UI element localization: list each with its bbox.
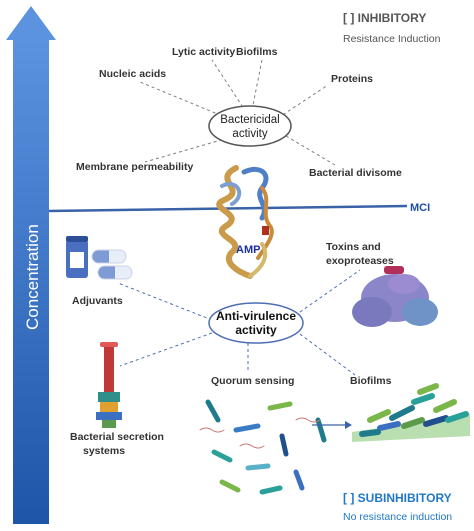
amp-peptide-structure: [216, 165, 274, 279]
adjuvants-illustration: [66, 236, 133, 280]
toxins-exoproteases-illustration: [352, 266, 438, 327]
mci-threshold-line: [48, 204, 408, 213]
antivirulence-connectors: [117, 269, 361, 376]
subinhibitory-title: [ ] SUBINHIBITORY: [343, 491, 452, 505]
antivirulence-node: [208, 302, 304, 344]
target-biofilms-top: Biofilms: [236, 46, 278, 58]
subinhibitory-subtitle: No resistance induction: [343, 511, 452, 523]
target-lytic-activity: Lytic activity: [172, 46, 235, 58]
quorum-sensing-illustration: [199, 399, 327, 495]
toxins-label-2: exoproteases: [326, 255, 394, 267]
target-nucleic-acids: Nucleic acids: [99, 68, 166, 80]
antivirulence-title-2: activity: [235, 323, 277, 337]
amp-label: AMP: [236, 244, 260, 256]
toxins-label-1: Toxins and: [326, 241, 381, 253]
concentration-axis: [6, 6, 56, 524]
target-bacterial-divisome: Bacterial divisome: [309, 167, 402, 179]
inhibitory-title: [ ] INHIBITORY: [343, 11, 426, 25]
bactericidal-node: [208, 105, 292, 147]
secretion-label-2: systems: [83, 445, 125, 457]
target-membrane-permeability: Membrane permeability: [76, 161, 193, 173]
inhibitory-subtitle: Resistance Induction: [343, 33, 441, 45]
biofilms-label: Biofilms: [350, 375, 392, 387]
quorum-sensing-label: Quorum sensing: [211, 375, 294, 387]
bactericidal-title-1: Bactericidal: [220, 114, 279, 126]
adjuvants-label: Adjuvants: [72, 295, 123, 307]
mci-label: MCI: [410, 202, 430, 214]
biofilm-illustration: [352, 383, 470, 442]
antivirulence-title-1: Anti-virulence: [216, 309, 296, 323]
target-proteins: Proteins: [331, 73, 373, 85]
concentration-label: Concentration: [23, 224, 42, 330]
secretion-label-1: Bacterial secretion: [70, 431, 164, 443]
bactericidal-connectors: [139, 59, 336, 166]
secretion-system-illustration: [96, 342, 122, 428]
bactericidal-title-2: activity: [232, 128, 267, 140]
